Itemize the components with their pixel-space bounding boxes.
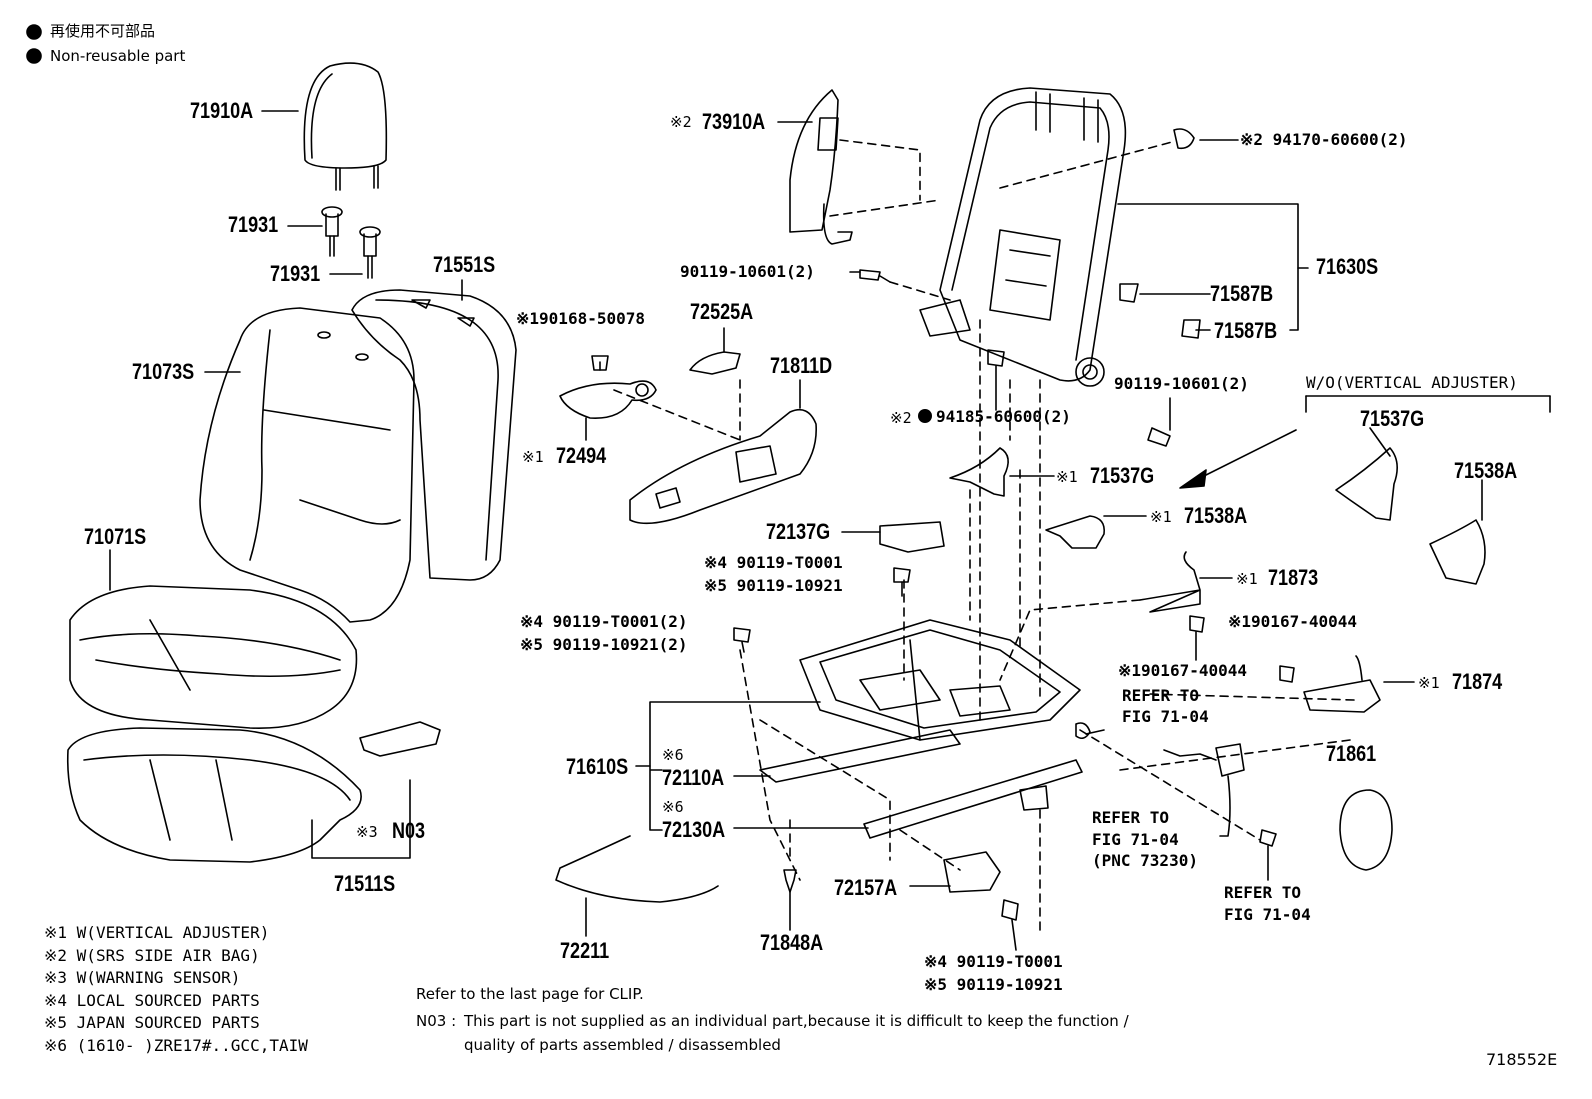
part-90119-10601-a: 90119-10601(2) [680, 262, 815, 281]
n03-note-line2: quality of parts assembled / disassemble… [464, 1036, 781, 1054]
side-airbag-drawing [789, 89, 853, 245]
refer-1-line2: FIG 71-04 [1122, 707, 1209, 726]
part-90119-T0001-b: ※4 90119-T0001(2) [520, 612, 688, 631]
part-73910A: 73910A [702, 109, 766, 134]
part-71071S: 71071S [84, 524, 147, 549]
part-71630S: 71630S [1316, 254, 1379, 279]
footnote-3: ※3 W(WARNING SENSOR) [44, 968, 241, 987]
part-90167-40044-a: ※190167-40044 [1228, 612, 1357, 631]
cushion-cover-drawing [66, 727, 362, 863]
refer-3-line1: REFER TO [1224, 883, 1302, 902]
non-reusable-dot-icon [918, 409, 932, 423]
cover-block-drawing [879, 521, 945, 553]
mark-72494: ※1 [522, 448, 544, 466]
clip-note: Refer to the last page for CLIP. [416, 985, 644, 1003]
part-90119-10601-b: 90119-10601(2) [1114, 374, 1249, 393]
seat-shield-drawing [629, 408, 817, 525]
part-71861: 71861 [1326, 741, 1377, 766]
mark-71538A: ※1 [1150, 508, 1172, 526]
part-71931-a: 71931 [228, 212, 279, 237]
footnote-1: ※1 W(VERTICAL ADJUSTER) [44, 923, 270, 942]
n03-note-line1: This part is not supplied as an individu… [464, 1012, 1129, 1030]
part-72137G: 72137G [766, 519, 831, 544]
part-90119-10921-a: ※5 90119-10921 [704, 576, 843, 595]
part-71538A-2: 71538A [1454, 458, 1518, 483]
mark-71874: ※1 [1418, 674, 1440, 692]
part-72525A: 72525A [690, 299, 754, 324]
shield-arm-drawing [559, 380, 657, 419]
part-72130A: 72130A [662, 817, 726, 842]
part-71873: 71873 [1268, 565, 1319, 590]
refer-2-line1: REFER TO [1092, 808, 1170, 827]
part-72211: 72211 [560, 938, 610, 963]
part-72110A: 72110A [662, 765, 725, 790]
legend-jp: 再使用不可部品 [50, 22, 156, 40]
part-71931-b: 71931 [270, 261, 321, 286]
seatback-cover-drawing [351, 289, 517, 581]
part-90119-T0001-a: ※4 90119-T0001 [704, 553, 843, 572]
footnote-5: ※5 JAPAN SOURCED PARTS [44, 1013, 260, 1032]
part-94170-60600: ※2 94170-60600(2) [1240, 130, 1408, 149]
part-71538A-1: 71538A [1184, 503, 1248, 528]
refer-2-line2: FIG 71-04 [1092, 830, 1179, 849]
seat-adjuster-frame-drawing [799, 619, 1081, 741]
part-71811D: 71811D [770, 353, 833, 378]
mark-71537G: ※1 [1056, 468, 1078, 486]
part-71910A: 71910A [190, 98, 254, 123]
refer-3-line2: FIG 71-04 [1224, 905, 1311, 924]
part-N03: N03 [392, 818, 426, 843]
part-71073S: 71073S [132, 359, 195, 384]
part-90119-T0001-c: ※4 90119-T0001 [924, 952, 1063, 971]
part-71537G-1: 71537G [1090, 463, 1155, 488]
part-71587B-2: 71587B [1214, 318, 1278, 343]
footnote-6: ※6 (1610- )ZRE17#..GCC,TAIW [44, 1036, 308, 1055]
part-71587B-1: 71587B [1210, 281, 1274, 306]
non-reusable-dot-icon [26, 24, 42, 40]
wire-drawing [555, 835, 719, 903]
figure-id: 718552E [1486, 1050, 1558, 1069]
seatback-pad-drawing [199, 307, 415, 623]
part-72494: 72494 [556, 443, 607, 468]
part-71511S: 71511S [334, 871, 396, 896]
part-90119-10921-b: ※5 90119-10921(2) [520, 635, 688, 654]
non-reusable-dot-icon [26, 48, 42, 64]
seatback-frame-drawing [919, 87, 1127, 387]
refer-2-line3: (PNC 73230) [1092, 851, 1198, 870]
part-90167-40044-b: ※190167-40044 [1118, 661, 1247, 680]
mark-94185: ※2 [890, 409, 912, 427]
part-90119-10921-c: ※5 90119-10921 [924, 975, 1063, 994]
n03-note-key: N03 : [416, 1012, 457, 1030]
seat-track-rails-drawing [759, 729, 1083, 839]
footnote-4: ※4 LOCAL SOURCED PARTS [44, 991, 260, 1010]
part-90168-50078: ※190168-50078 [516, 309, 645, 328]
headrest-guide-drawing [321, 206, 381, 279]
mark-73910A: ※2 [670, 113, 692, 131]
mark-72110A: ※6 [662, 746, 684, 764]
part-94185-60600: 94185-60600(2) [936, 407, 1071, 426]
part-71874: 71874 [1452, 669, 1503, 694]
legend-en: Non-reusable part [50, 47, 186, 65]
cushion-pad-drawing [69, 585, 358, 729]
part-71537G-2: 71537G [1360, 406, 1425, 431]
mark-N03: ※3 [356, 823, 378, 841]
part-71848A: 71848A [760, 930, 824, 955]
refer-1-line1: REFER TO [1122, 686, 1200, 705]
part-72157A: 72157A [834, 875, 898, 900]
bracket-drawing [943, 851, 1001, 893]
part-71551S: 71551S [433, 252, 496, 277]
recliner-cover-drawing [1339, 789, 1393, 871]
mark-71873: ※1 [1236, 570, 1258, 588]
footnote-2: ※2 W(SRS SIDE AIR BAG) [44, 946, 260, 965]
part-71610S: 71610S [566, 754, 629, 779]
warning-sensor-drawing [359, 721, 441, 757]
headrest-drawing [303, 62, 388, 191]
without-vertical-adjuster-label: W/O(VERTICAL ADJUSTER) [1306, 373, 1518, 392]
mark-72130A: ※6 [662, 798, 684, 816]
